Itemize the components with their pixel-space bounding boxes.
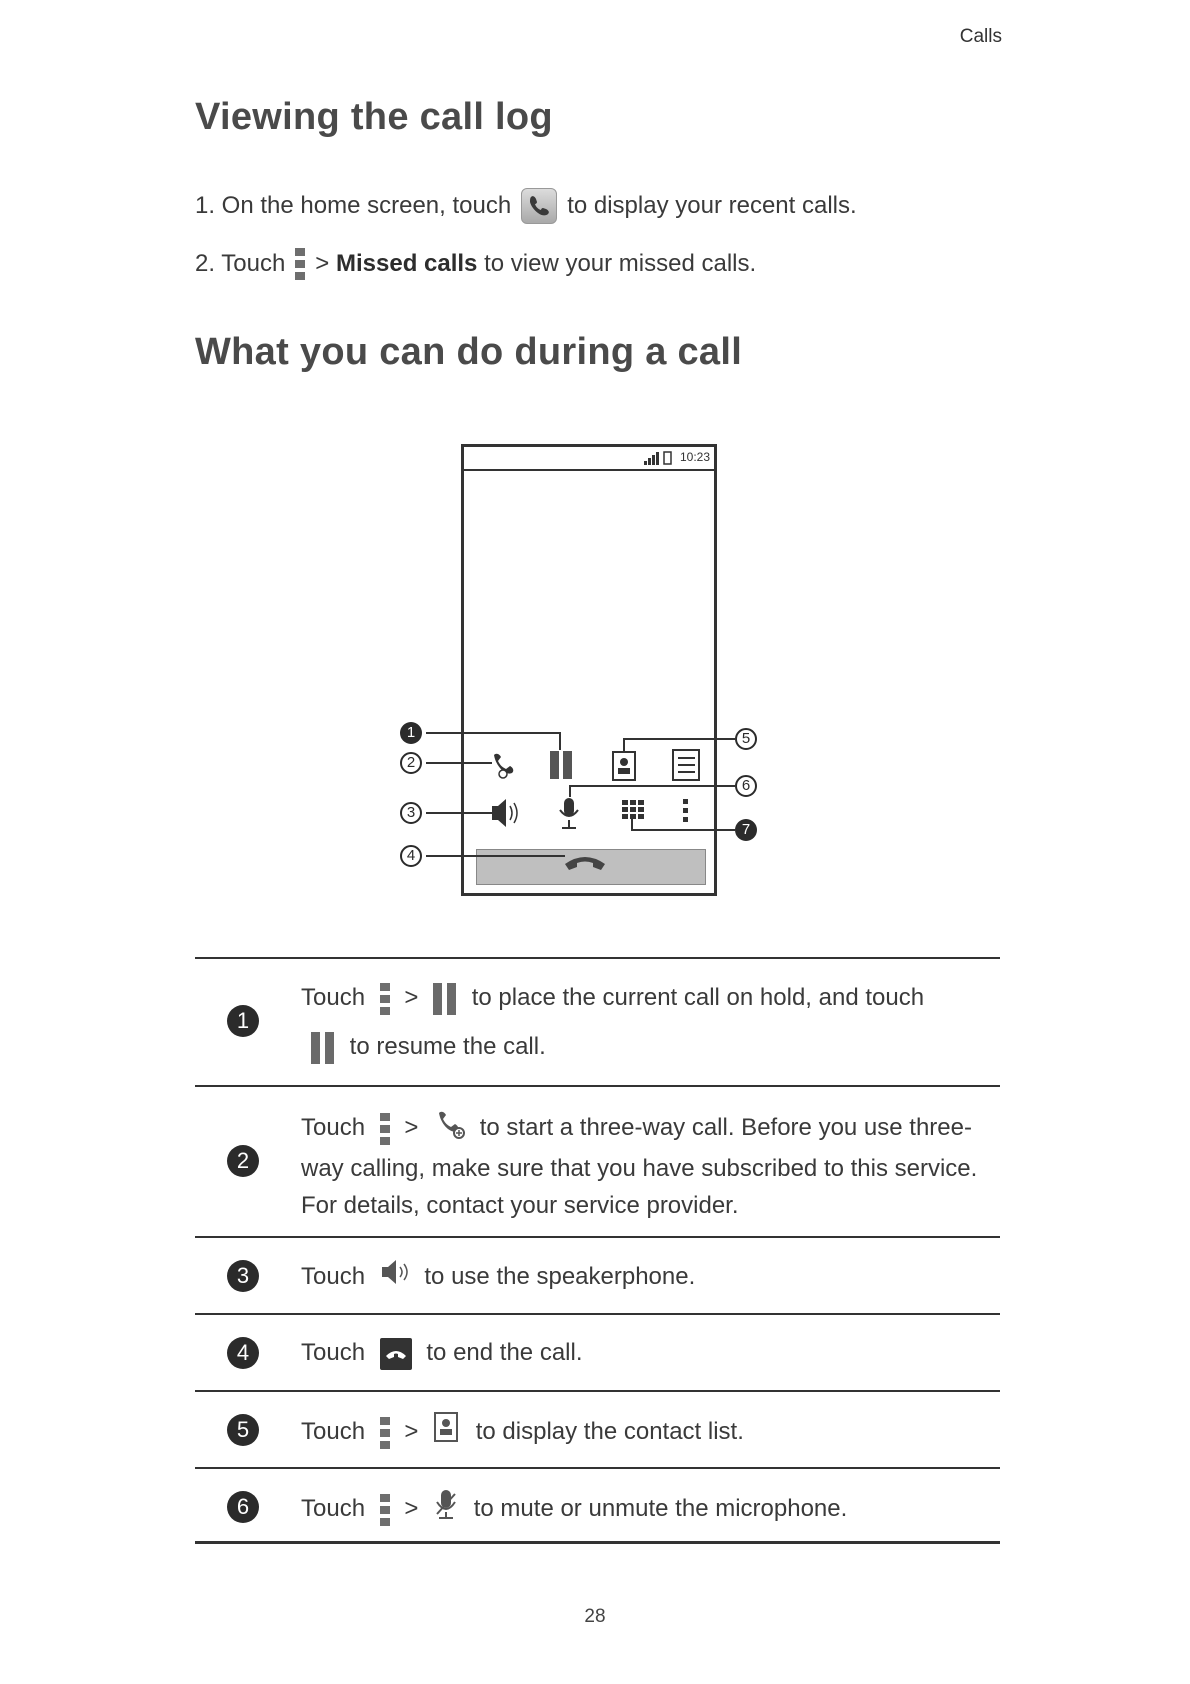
overflow-menu-icon (683, 799, 688, 822)
missed-calls-label: Missed calls (335, 250, 478, 277)
in-call-screen-diagram: 10:23 (400, 440, 780, 910)
menu-icon (379, 1493, 390, 1526)
row-number: 6 (227, 1491, 259, 1523)
row-text: Touch to use the speakerphone. (301, 1257, 1000, 1298)
table-row: 5 Touch > to display the contact list. (195, 1390, 1000, 1467)
speaker-icon (380, 1257, 410, 1298)
add-call-icon (433, 1107, 466, 1150)
menu-icon (295, 248, 306, 280)
table-row: 3 Touch to use the speakerphone. (195, 1236, 1000, 1313)
callout-3: 3 (400, 802, 422, 824)
status-time: 10:23 (679, 450, 710, 464)
row-text: Touch > to place the current call on hol… (301, 979, 1000, 1065)
touch-label: Touch (301, 984, 366, 1011)
row-text-a: to place the current call on hold, and t… (471, 984, 925, 1011)
callout-1: 1 (400, 722, 422, 744)
row-text-b: way calling, make sure that you have sub… (301, 1155, 978, 1182)
during-call-heading: What you can do during a call (195, 331, 743, 373)
end-call-icon (565, 857, 605, 870)
phone-app-icon (521, 188, 558, 224)
row-text-a: to use the speakerphone. (424, 1262, 696, 1290)
menu-icon (379, 1416, 390, 1449)
row-number: 3 (227, 1260, 259, 1292)
touch-label: Touch (301, 1417, 366, 1445)
step-1-prefix: 1. On the home screen, touch (195, 192, 512, 219)
diagram-icons-and-leaders (426, 732, 735, 870)
resume-icon (311, 1031, 335, 1064)
table-row: 2 Touch > to start a three-way call. Bef… (195, 1085, 1000, 1236)
touch-label: Touch (301, 1262, 366, 1290)
in-call-actions-table: 1 Touch > to place the current call on h… (195, 957, 1000, 1544)
hold-icon (550, 751, 572, 779)
separator: > (404, 1494, 419, 1522)
row-text-b: to resume the call. (349, 1033, 546, 1060)
step-2-prefix: 2. Touch (195, 250, 286, 277)
row-text: Touch to end the call. (301, 1334, 1000, 1371)
call-list-icon (672, 749, 700, 781)
touch-label: Touch (301, 1339, 366, 1366)
row-number: 2 (227, 1145, 259, 1177)
row-number: 4 (227, 1337, 259, 1369)
callout-6: 6 (735, 775, 757, 797)
callout-5: 5 (735, 728, 757, 750)
mute-microphone-icon (433, 1488, 459, 1531)
contacts-icon (433, 1411, 461, 1454)
row-text-a: to start a three-way call. Before you us… (479, 1113, 972, 1141)
end-call-icon (379, 1337, 412, 1370)
signal-battery-icon (644, 451, 672, 465)
row-number: 1 (227, 1005, 259, 1037)
row-text-a: to mute or unmute the microphone. (473, 1494, 848, 1522)
row-text: Touch > to mute or unmute the microphone… (301, 1488, 1000, 1531)
step-2-suffix: to view your missed calls. (484, 250, 757, 277)
touch-label: Touch (301, 1113, 366, 1141)
separator: > (404, 1417, 419, 1445)
callout-2: 2 (400, 752, 422, 774)
menu-icon (379, 982, 390, 1015)
callout-4: 4 (400, 845, 422, 867)
call-log-heading: Viewing the call log (195, 96, 553, 138)
table-row: 6 Touch > to mute or unmute the micropho… (195, 1467, 1000, 1544)
row-number: 5 (227, 1414, 259, 1446)
separator: > (404, 1113, 419, 1141)
step-1: 1. On the home screen, touch to display … (195, 188, 857, 224)
hold-icon (433, 982, 457, 1015)
row-text: Touch > to start a three-way call. Befor… (301, 1107, 1000, 1224)
speaker-icon (492, 799, 518, 827)
table-row: 1 Touch > to place the current call on h… (195, 957, 1000, 1085)
dialpad-icon (622, 800, 644, 819)
contacts-icon (612, 751, 636, 781)
page-header-section: Calls (959, 26, 1002, 47)
row-text-a: to end the call. (426, 1339, 583, 1366)
microphone-icon (559, 798, 579, 829)
table-row: 4 Touch to end the call. (195, 1313, 1000, 1390)
menu-icon (379, 1112, 390, 1145)
status-bar: 10:23 (464, 447, 714, 471)
touch-label: Touch (301, 1494, 366, 1522)
separator: > (404, 984, 419, 1011)
step-2-sep: > (315, 250, 330, 277)
page-number: 28 (584, 1606, 606, 1627)
step-2: 2. Touch > Missed calls to view your mis… (195, 248, 756, 280)
add-call-icon (494, 753, 514, 779)
callout-7: 7 (735, 819, 757, 841)
step-1-suffix: to display your recent calls. (567, 192, 857, 219)
row-text: Touch > to display the contact list. (301, 1411, 1000, 1454)
row-text-c: For details, contact your service provid… (301, 1192, 739, 1219)
row-text-a: to display the contact list. (475, 1417, 744, 1445)
